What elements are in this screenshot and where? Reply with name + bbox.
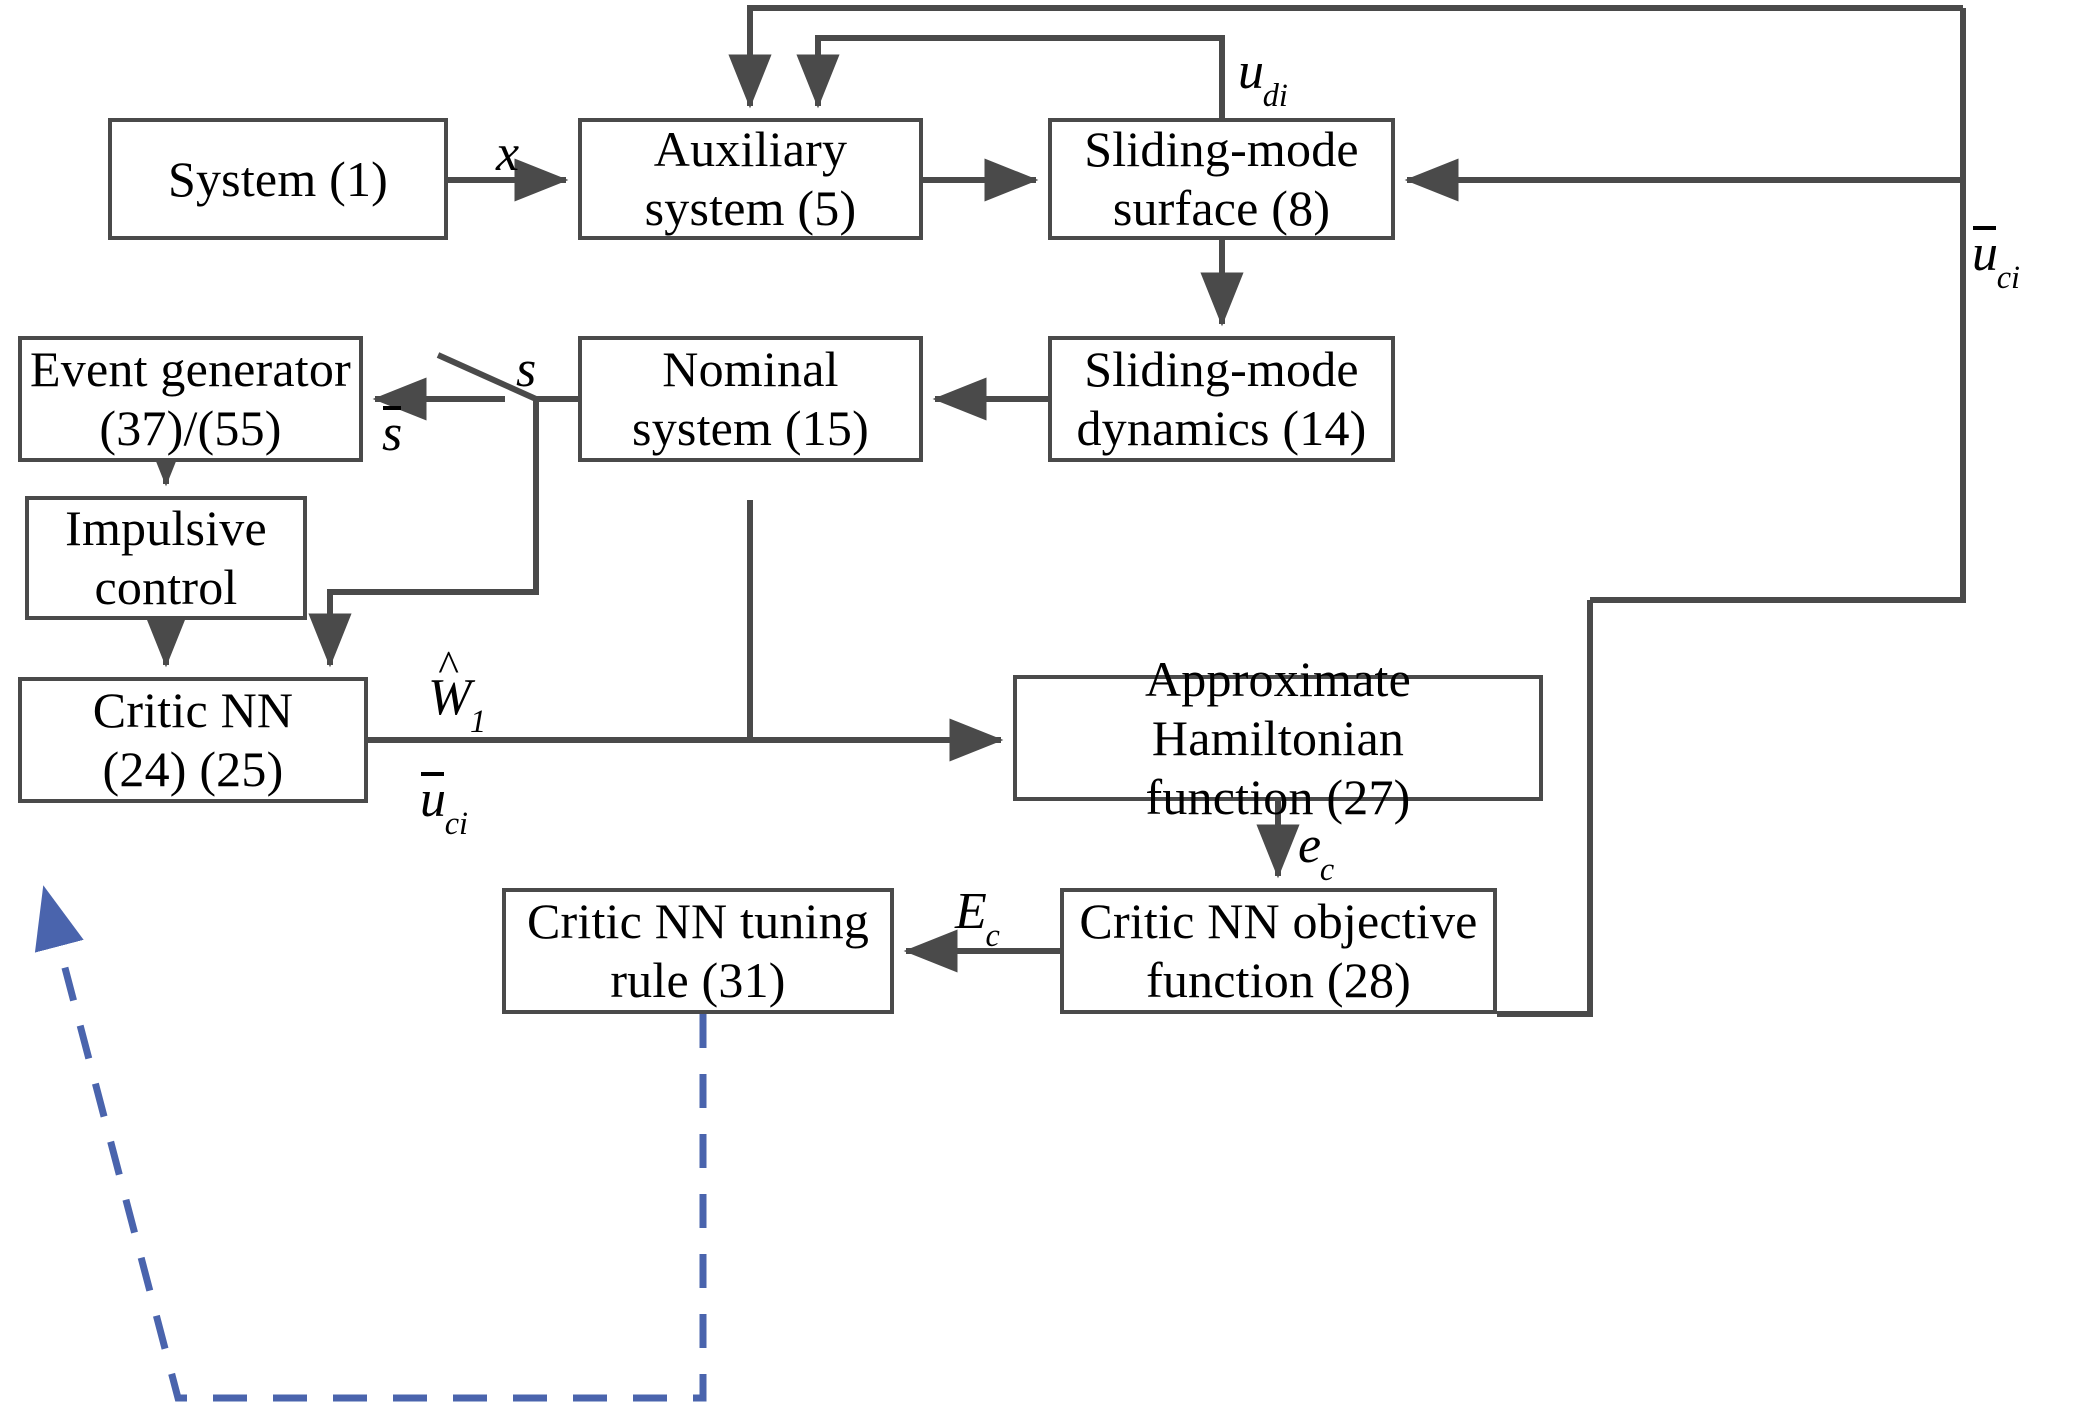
signal-label-u-di: udi [1238, 43, 1289, 112]
block-approximate-hamiltonian-function-line-2: function (27) [1145, 768, 1411, 825]
block-critic-nn-objective-function-line-1: Critic NN objective [1079, 893, 1478, 949]
block-critic-nn-tuning-rule-line-2: rule (31) [610, 952, 786, 1008]
block-impulsive-control-line-2: control [94, 559, 238, 615]
block-nominal-system[interactable]: Nominal system (15) [578, 336, 923, 462]
wire-u-di-feedback-to-auxiliary [796, 35, 1225, 118]
wire-switch-to-critic-nn [308, 399, 539, 668]
block-nominal-system-line-1: Nominal [662, 341, 839, 397]
block-sliding-mode-dynamics[interactable]: Sliding-mode dynamics (14) [1048, 336, 1395, 462]
block-system[interactable]: System (1) [108, 118, 448, 240]
block-sliding-mode-dynamics-line-1: Sliding-mode [1084, 341, 1359, 397]
signal-label-u-ci-right-sub: ci [1996, 259, 2020, 296]
wire-tuning-rule-to-critic-nn [34, 885, 707, 1402]
signal-label-E-c: Ec [955, 883, 1001, 952]
signal-label-e-c: ec [1298, 817, 1335, 886]
block-sliding-mode-dynamics-line-2: dynamics (14) [1076, 400, 1367, 456]
block-critic-nn-tuning-rule-line-1: Critic NN tuning [526, 893, 870, 949]
signal-label-u-ci-left: uci [420, 771, 469, 840]
block-approximate-hamiltonian-function-line-1: Approximate Hamiltonian [1144, 650, 1412, 766]
block-event-generator[interactable]: Event generator (37)/(55) [18, 336, 363, 462]
signal-label-u-ci-left-sub: ci [444, 805, 468, 842]
signal-label-x-base: x [496, 125, 520, 182]
signal-label-e-c-sub: c [1319, 851, 1335, 888]
block-approximate-hamiltonian-function[interactable]: Approximate Hamiltonian function (27) [1013, 651, 1543, 825]
block-sliding-mode-surface-line-2: surface (8) [1112, 180, 1331, 236]
switch-blade [436, 352, 538, 402]
block-auxiliary-system[interactable]: Auxiliary system (5) [578, 118, 923, 240]
signal-label-e-c-base: e [1298, 817, 1322, 874]
block-event-generator-line-2: (37)/(55) [99, 400, 282, 456]
block-critic-nn-objective-function-line-2: function (28) [1145, 952, 1411, 1008]
block-nominal-system-line-2: system (15) [632, 400, 869, 456]
signal-label-E-c-sub: c [985, 917, 1000, 954]
block-impulsive-control[interactable]: Impulsive control [25, 496, 307, 620]
block-system-line-1: System (1) [167, 150, 389, 207]
block-critic-nn-objective-function[interactable]: Critic NN objective function (28) [1060, 888, 1497, 1014]
signal-label-u-di-sub: di [1262, 77, 1288, 114]
signal-label-x: x [496, 128, 519, 180]
block-auxiliary-system-line-2: system (5) [644, 180, 857, 236]
signal-label-s-bar: s [382, 405, 403, 462]
block-critic-nn-line-2: (24) (25) [102, 741, 284, 797]
wire-uci-right-rail [1590, 8, 1966, 603]
signal-label-u-di-base: u [1238, 43, 1264, 100]
block-critic-nn-line-1: Critic NN [92, 682, 294, 738]
block-sliding-mode-surface[interactable]: Sliding-mode surface (8) [1048, 118, 1395, 240]
wire-objective-to-right-rail [1497, 600, 1593, 1017]
signal-label-u-ci-right: uci [1972, 225, 2021, 294]
signal-label-E-c-base: E [955, 883, 987, 940]
signal-label-u-ci-left-base: u [420, 771, 446, 828]
wire-u-ci-feedback-to-auxiliary [728, 5, 1963, 109]
block-critic-nn[interactable]: Critic NN (24) (25) [18, 677, 368, 803]
block-event-generator-line-1: Event generator [30, 341, 351, 397]
block-critic-nn-tuning-rule[interactable]: Critic NN tuning rule (31) [502, 888, 894, 1014]
block-sliding-mode-surface-line-1: Sliding-mode [1084, 121, 1359, 177]
signal-label-w1-hat-sub: 1 [470, 703, 487, 740]
block-auxiliary-system-line-1: Auxiliary [653, 121, 848, 177]
signal-label-u-ci-right-base: u [1972, 225, 1998, 282]
block-impulsive-control-line-1: Impulsive [65, 500, 267, 556]
signal-label-s: s [516, 344, 536, 396]
signal-label-s-bar-base: s [382, 405, 403, 462]
signal-label-w1-hat: W1 [428, 672, 487, 738]
signal-label-w1-hat-base: W [428, 672, 471, 724]
signal-label-s-base: s [516, 341, 537, 398]
